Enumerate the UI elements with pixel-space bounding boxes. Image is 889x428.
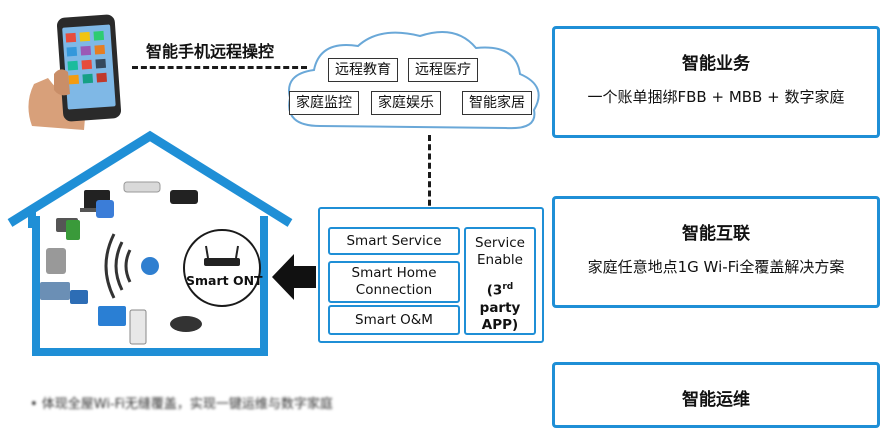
- cloud-tag-remote-education: 远程教育: [328, 58, 398, 82]
- cloud-tag-home-monitoring: 家庭监控: [289, 91, 359, 115]
- cloud-tag-smart-home: 智能家居: [462, 91, 532, 115]
- smart-home-line-2: Connection: [355, 282, 433, 298]
- smart-om-box: 智能运维: [552, 362, 880, 428]
- cloud-tag-home-entertainment: 家庭娱乐: [371, 91, 441, 115]
- remote-control-label: 智能手机远程操控: [146, 42, 275, 61]
- smart-home-connection-cell: Smart Home Connection: [328, 261, 460, 303]
- bottom-caption: • 体现全屋Wi-Fi无缝覆盖，实现一键运维与数字家庭: [30, 397, 333, 412]
- smart-om-cell: Smart O&M: [328, 305, 460, 335]
- smart-interconnect-desc: 家庭任意地点1G Wi-Fi全覆盖解决方案: [587, 258, 845, 276]
- left-arrow-icon: [272, 254, 316, 300]
- phone-cloud-dashed-link: [132, 66, 307, 69]
- service-enable-cell: Service Enable (3rd party APP): [464, 227, 536, 335]
- smart-interconnect-title: 智能互联: [682, 224, 750, 244]
- smart-home-line-1: Smart Home: [351, 265, 437, 281]
- smart-om-title: 智能运维: [682, 390, 750, 410]
- smart-business-desc: 一个账单捆绑FBB + MBB + 数字家庭: [587, 88, 845, 106]
- service-enable-line-1: Service: [475, 235, 525, 251]
- cloud-tag-remote-medical: 远程医疗: [408, 58, 478, 82]
- smart-service-cell: Smart Service: [328, 227, 460, 255]
- smart-interconnect-box: 智能互联 家庭任意地点1G Wi-Fi全覆盖解决方案: [552, 196, 880, 308]
- service-enable-line-2: Enable: [477, 252, 523, 268]
- ont-capability-panel: Smart Service Smart Home Connection Smar…: [318, 207, 544, 343]
- cloud-panel-dashed-link: [428, 135, 431, 215]
- third-party-line-2: APP): [481, 316, 519, 333]
- smart-ont-label: Smart ONT: [186, 273, 263, 288]
- smartphone-illustration: [28, 14, 122, 130]
- third-party-line-1: (3rd party: [479, 282, 521, 316]
- smart-home-house-illustration: [7, 130, 293, 356]
- smart-business-title: 智能业务: [682, 54, 750, 74]
- smart-business-box: 智能业务 一个账单捆绑FBB + MBB + 数字家庭: [552, 26, 880, 138]
